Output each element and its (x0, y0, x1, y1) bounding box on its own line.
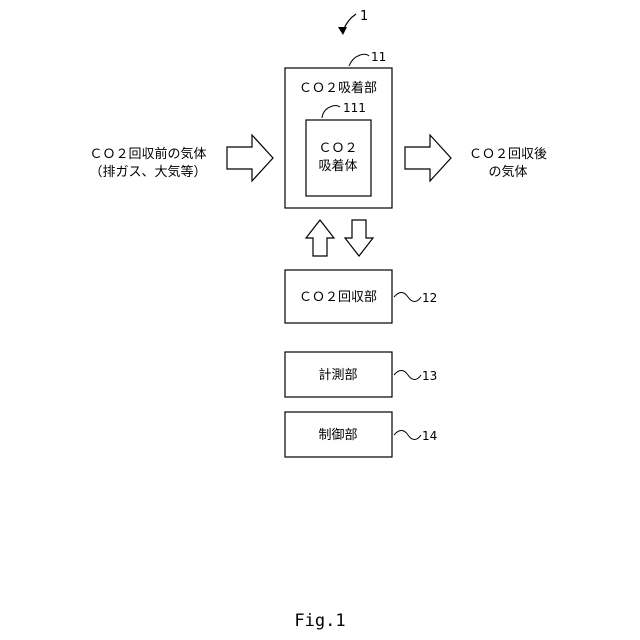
absorbent-label-line2: 吸着体 (318, 158, 357, 174)
recovery-to-absorption-arrow (306, 220, 334, 256)
measurement-unit-ref: 13 (422, 369, 437, 383)
absorbent-box (306, 120, 371, 196)
output-gas-label-line2: の気体 (488, 164, 527, 180)
control-unit-ref: 14 (422, 429, 437, 443)
absorption-unit-leader (349, 54, 369, 66)
absorption-to-recovery-arrow (345, 220, 373, 256)
recovery-unit-leader (394, 293, 421, 302)
input-gas-label-line2: （排ガス、大気等） (89, 164, 206, 180)
system-ref-label: 1 (360, 9, 368, 24)
absorbent-label-line1: ＣＯ２ (318, 141, 357, 156)
system-ref-arrowhead (338, 27, 347, 35)
input-gas-label-line1: ＣＯ２回収前の気体 (89, 146, 206, 162)
absorbent-ref: 111 (343, 101, 366, 115)
control-unit-leader (394, 431, 421, 440)
measurement-unit-title: 計測部 (318, 367, 357, 383)
absorption-unit-ref: 11 (371, 50, 386, 64)
output-flow-arrow (405, 135, 451, 181)
measurement-unit-leader (394, 371, 421, 380)
input-flow-arrow (227, 135, 273, 181)
figure-label: Fig.1 (294, 611, 345, 631)
recovery-unit-title: ＣＯ２回収部 (299, 290, 377, 305)
control-unit-title: 制御部 (318, 428, 357, 443)
absorption-unit-title: ＣＯ２吸着部 (299, 80, 377, 96)
output-gas-label-line1: ＣＯ２回収後 (469, 147, 547, 162)
recovery-unit-ref: 12 (422, 291, 437, 305)
